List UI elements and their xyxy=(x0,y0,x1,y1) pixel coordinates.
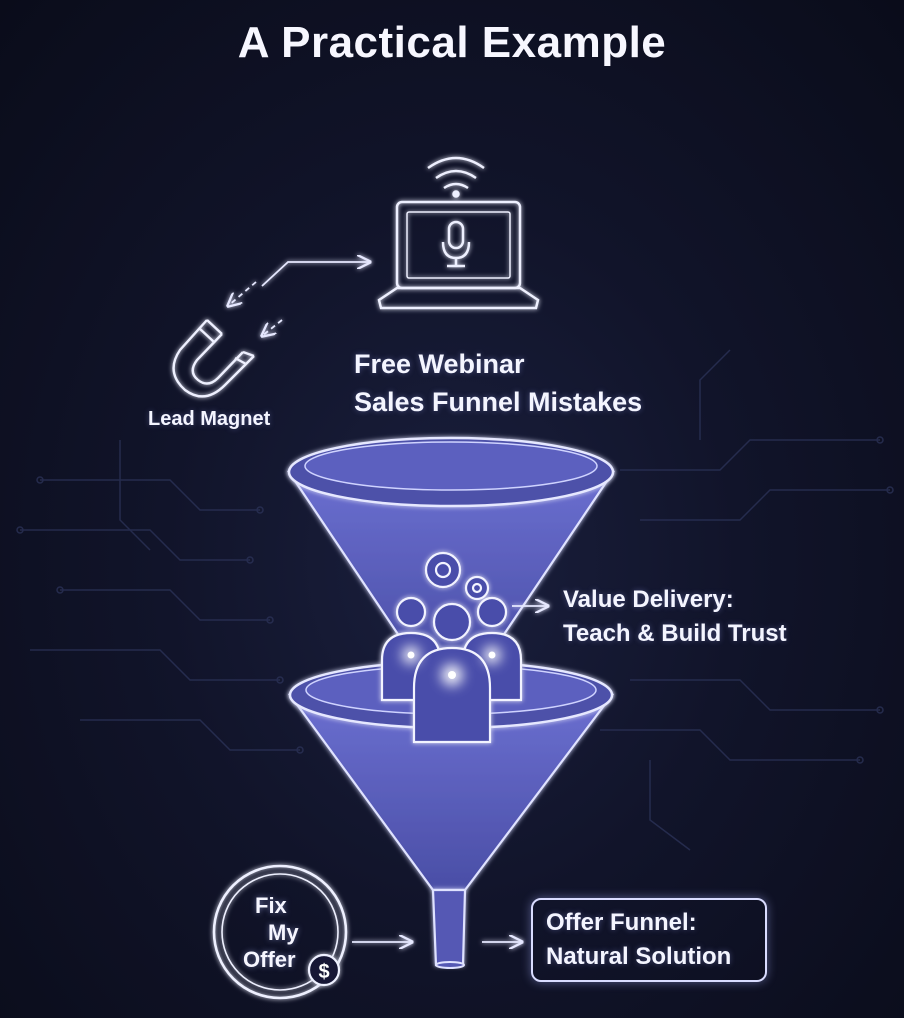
dollar-badge-icon: $ xyxy=(307,953,341,987)
offer-line2: Natural Solution xyxy=(546,943,732,970)
value-line1: Value Delivery: xyxy=(563,586,734,613)
page-title: A Practical Example xyxy=(237,18,667,67)
glow-points xyxy=(402,646,501,686)
offer-funnel-box xyxy=(531,898,767,982)
webinar-line2: Sales Funnel Mistakes xyxy=(354,387,643,417)
webinar-label: Free Webinar Sales Funnel Mistakes xyxy=(354,345,642,421)
magnet-icon xyxy=(172,319,255,398)
value-line2: Teach & Build Trust xyxy=(563,620,787,647)
flow-arrows xyxy=(228,262,548,942)
value-delivery-label: Value Delivery: Teach & Build Trust xyxy=(563,583,787,651)
fix-offer-line3: Offer xyxy=(243,947,296,972)
offer-funnel-label: Offer Funnel: Natural Solution xyxy=(546,906,731,974)
fix-offer-line1: Fix xyxy=(255,893,287,918)
fix-offer-badge xyxy=(212,864,348,1000)
dollar-symbol: $ xyxy=(318,961,329,983)
circuit-traces xyxy=(16,349,894,851)
people-gears-icon xyxy=(380,551,523,744)
webinar-line1: Free Webinar xyxy=(354,349,525,379)
fix-offer-line2: My xyxy=(268,920,299,945)
laptop-microphone-icon xyxy=(377,156,540,310)
offer-line1: Offer Funnel: xyxy=(546,909,697,936)
lead-magnet-label: Lead Magnet xyxy=(148,408,271,430)
